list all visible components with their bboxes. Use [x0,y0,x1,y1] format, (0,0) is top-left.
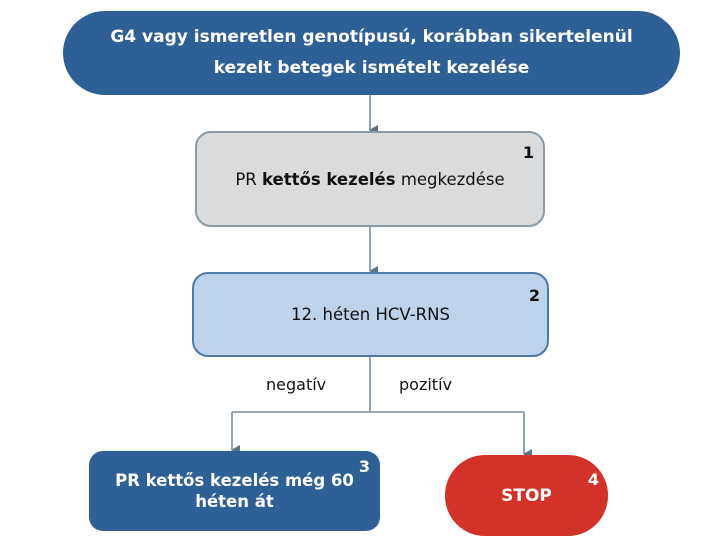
step1-prefix: PR [235,169,262,189]
step1-suffix: megkezdése [395,169,505,189]
step2-text: 12. héten HCV-RNS [291,305,450,324]
step2-node: 12. héten HCV-RNS 2 [192,272,549,357]
step1-node: PR kettős kezelés megkezdése 1 [195,131,545,227]
start-node-line2: kezelt betegek ismételt kezelése [213,58,530,78]
stop-number: 4 [587,470,599,489]
stop-text: STOP [501,485,552,506]
stop-node: STOP 4 [445,455,608,536]
step1-number: 1 [522,143,534,162]
step2-number: 2 [528,286,540,305]
branch-label-positive: pozitív [399,375,452,394]
step3-line1: PR kettős kezelés még 60 [115,471,354,490]
step3-number: 3 [358,457,370,476]
branch-label-negative: negatív [266,375,327,394]
step1-text: PR kettős kezelés megkezdése [235,170,504,189]
step3-node: PR kettős kezelés még 60 héten át 3 [89,451,380,531]
start-node-line1: G4 vagy ismeretlen genotípusú, korábban … [110,27,633,47]
step1-bold: kettős kezelés [261,169,396,189]
step3-line2: héten át [195,492,274,511]
start-node: G4 vagy ismeretlen genotípusú, korábban … [63,11,680,95]
